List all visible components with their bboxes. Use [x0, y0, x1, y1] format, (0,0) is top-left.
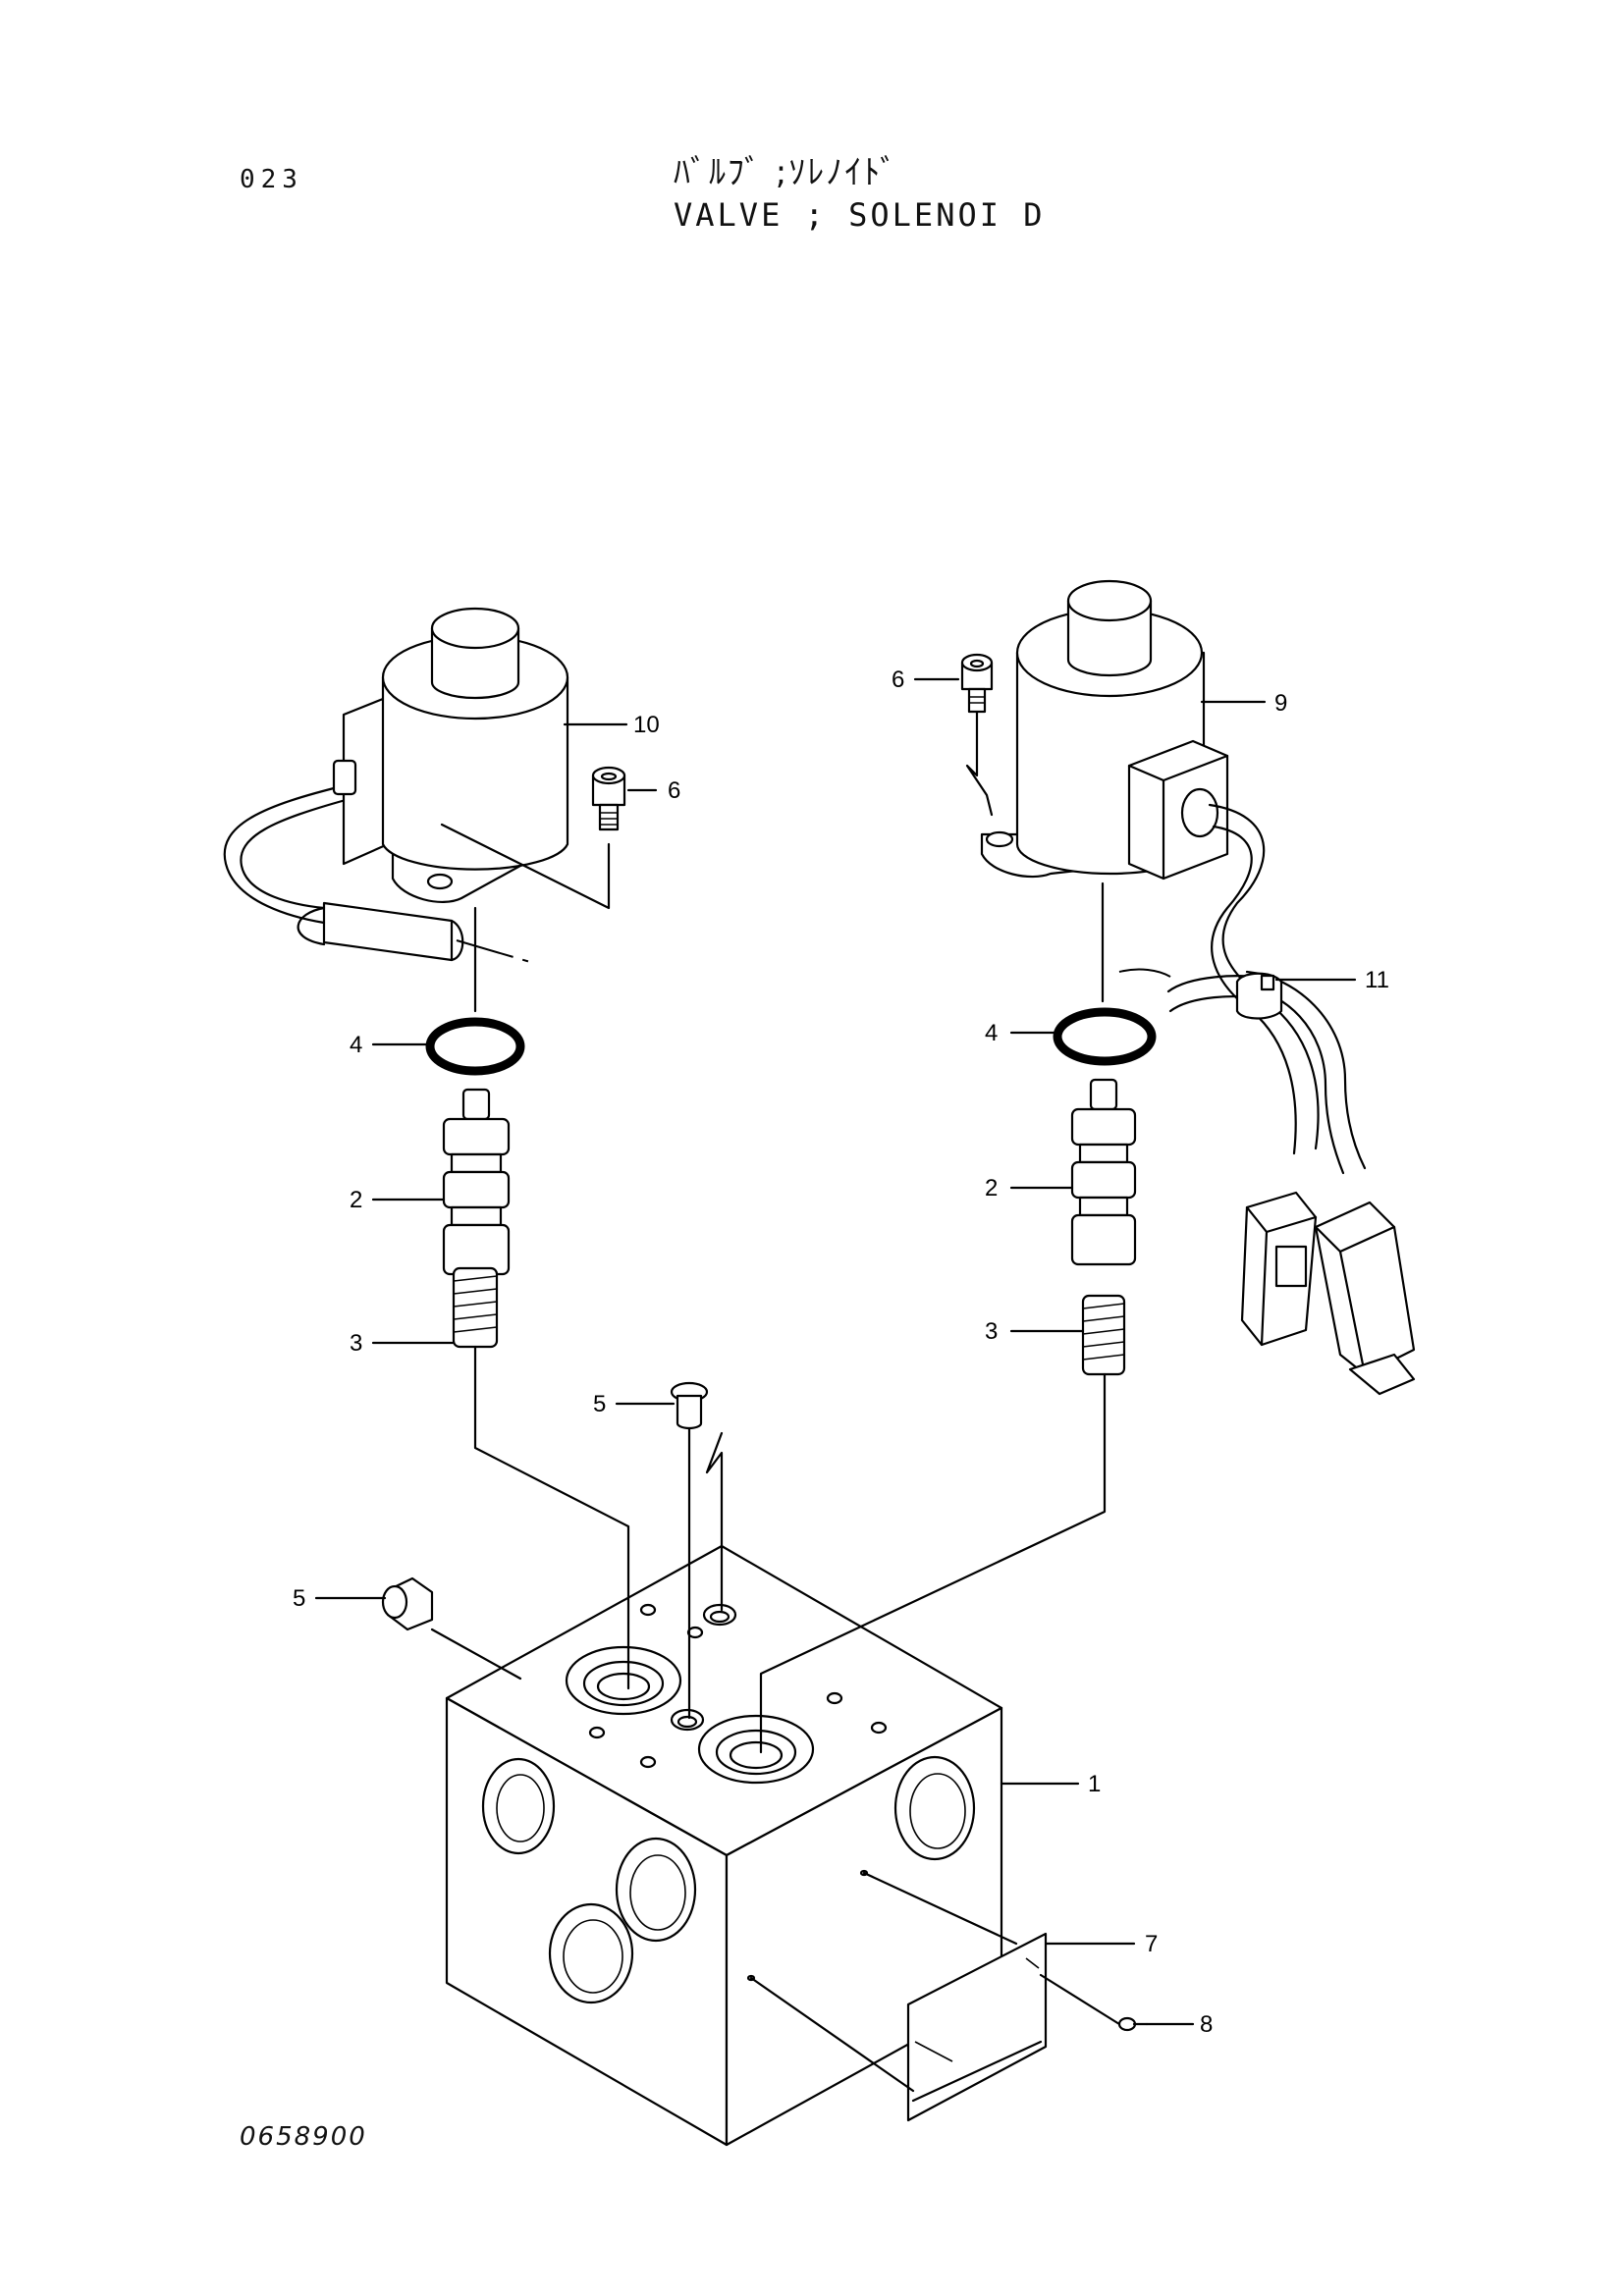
drawing-number: 0658900 — [240, 2122, 367, 2152]
callout-4-right: 4 — [985, 1020, 998, 1046]
callout-9: 7 — [1145, 1931, 1158, 1957]
harness-connector-1 — [1240, 1191, 1318, 1347]
page-number: 023 — [240, 165, 303, 194]
name-plate — [906, 1932, 1048, 2122]
callout-11: 11 — [1365, 967, 1389, 993]
callout-6-left: 6 — [668, 777, 680, 804]
callout-10: 8 — [1200, 2011, 1213, 2038]
title-english: VALVE ; SOLENOI D — [674, 196, 1046, 234]
title-japanese: ﾊﾞﾙﾌﾞ ;ｿﾚﾉｲﾄﾞ — [674, 153, 899, 192]
plug-side — [381, 1576, 434, 1631]
callout-5-top: 5 — [593, 1391, 606, 1417]
plug-top — [670, 1381, 709, 1430]
callout-6-right: 6 — [892, 667, 904, 693]
bolt-right — [960, 653, 994, 714]
callout-4-left: 4 — [350, 1032, 362, 1058]
solenoid-right — [965, 579, 1416, 1396]
assembly-lines — [430, 1345, 1121, 2103]
spring-right — [1081, 1294, 1126, 1376]
callout-numbers: 10 6 9 6 11 4 4 2 2 3 3 5 5 1 7 8 — [293, 667, 1389, 2038]
callout-leaders — [314, 677, 1357, 2026]
o-ring-left — [425, 1017, 525, 1076]
spool-right — [1070, 1078, 1137, 1266]
callout-3-left: 3 — [350, 1330, 362, 1357]
o-ring-right — [1053, 1007, 1157, 1066]
callout-1: 1 — [1088, 1771, 1101, 1797]
callout-7: 9 — [1274, 690, 1287, 717]
spool-left — [442, 1088, 511, 1276]
bolt-left — [591, 766, 626, 831]
harness-connector-2 — [1314, 1201, 1416, 1396]
callout-8: 10 — [633, 712, 660, 738]
solenoid-left — [223, 607, 611, 963]
spring-left — [452, 1266, 499, 1349]
callout-2-right: 2 — [985, 1175, 998, 1201]
valve-block — [445, 1544, 1003, 2147]
callout-3-right: 3 — [985, 1318, 998, 1345]
rivet — [1117, 2016, 1149, 2032]
callout-5-side: 5 — [293, 1585, 305, 1612]
callout-2-left: 2 — [350, 1187, 362, 1213]
